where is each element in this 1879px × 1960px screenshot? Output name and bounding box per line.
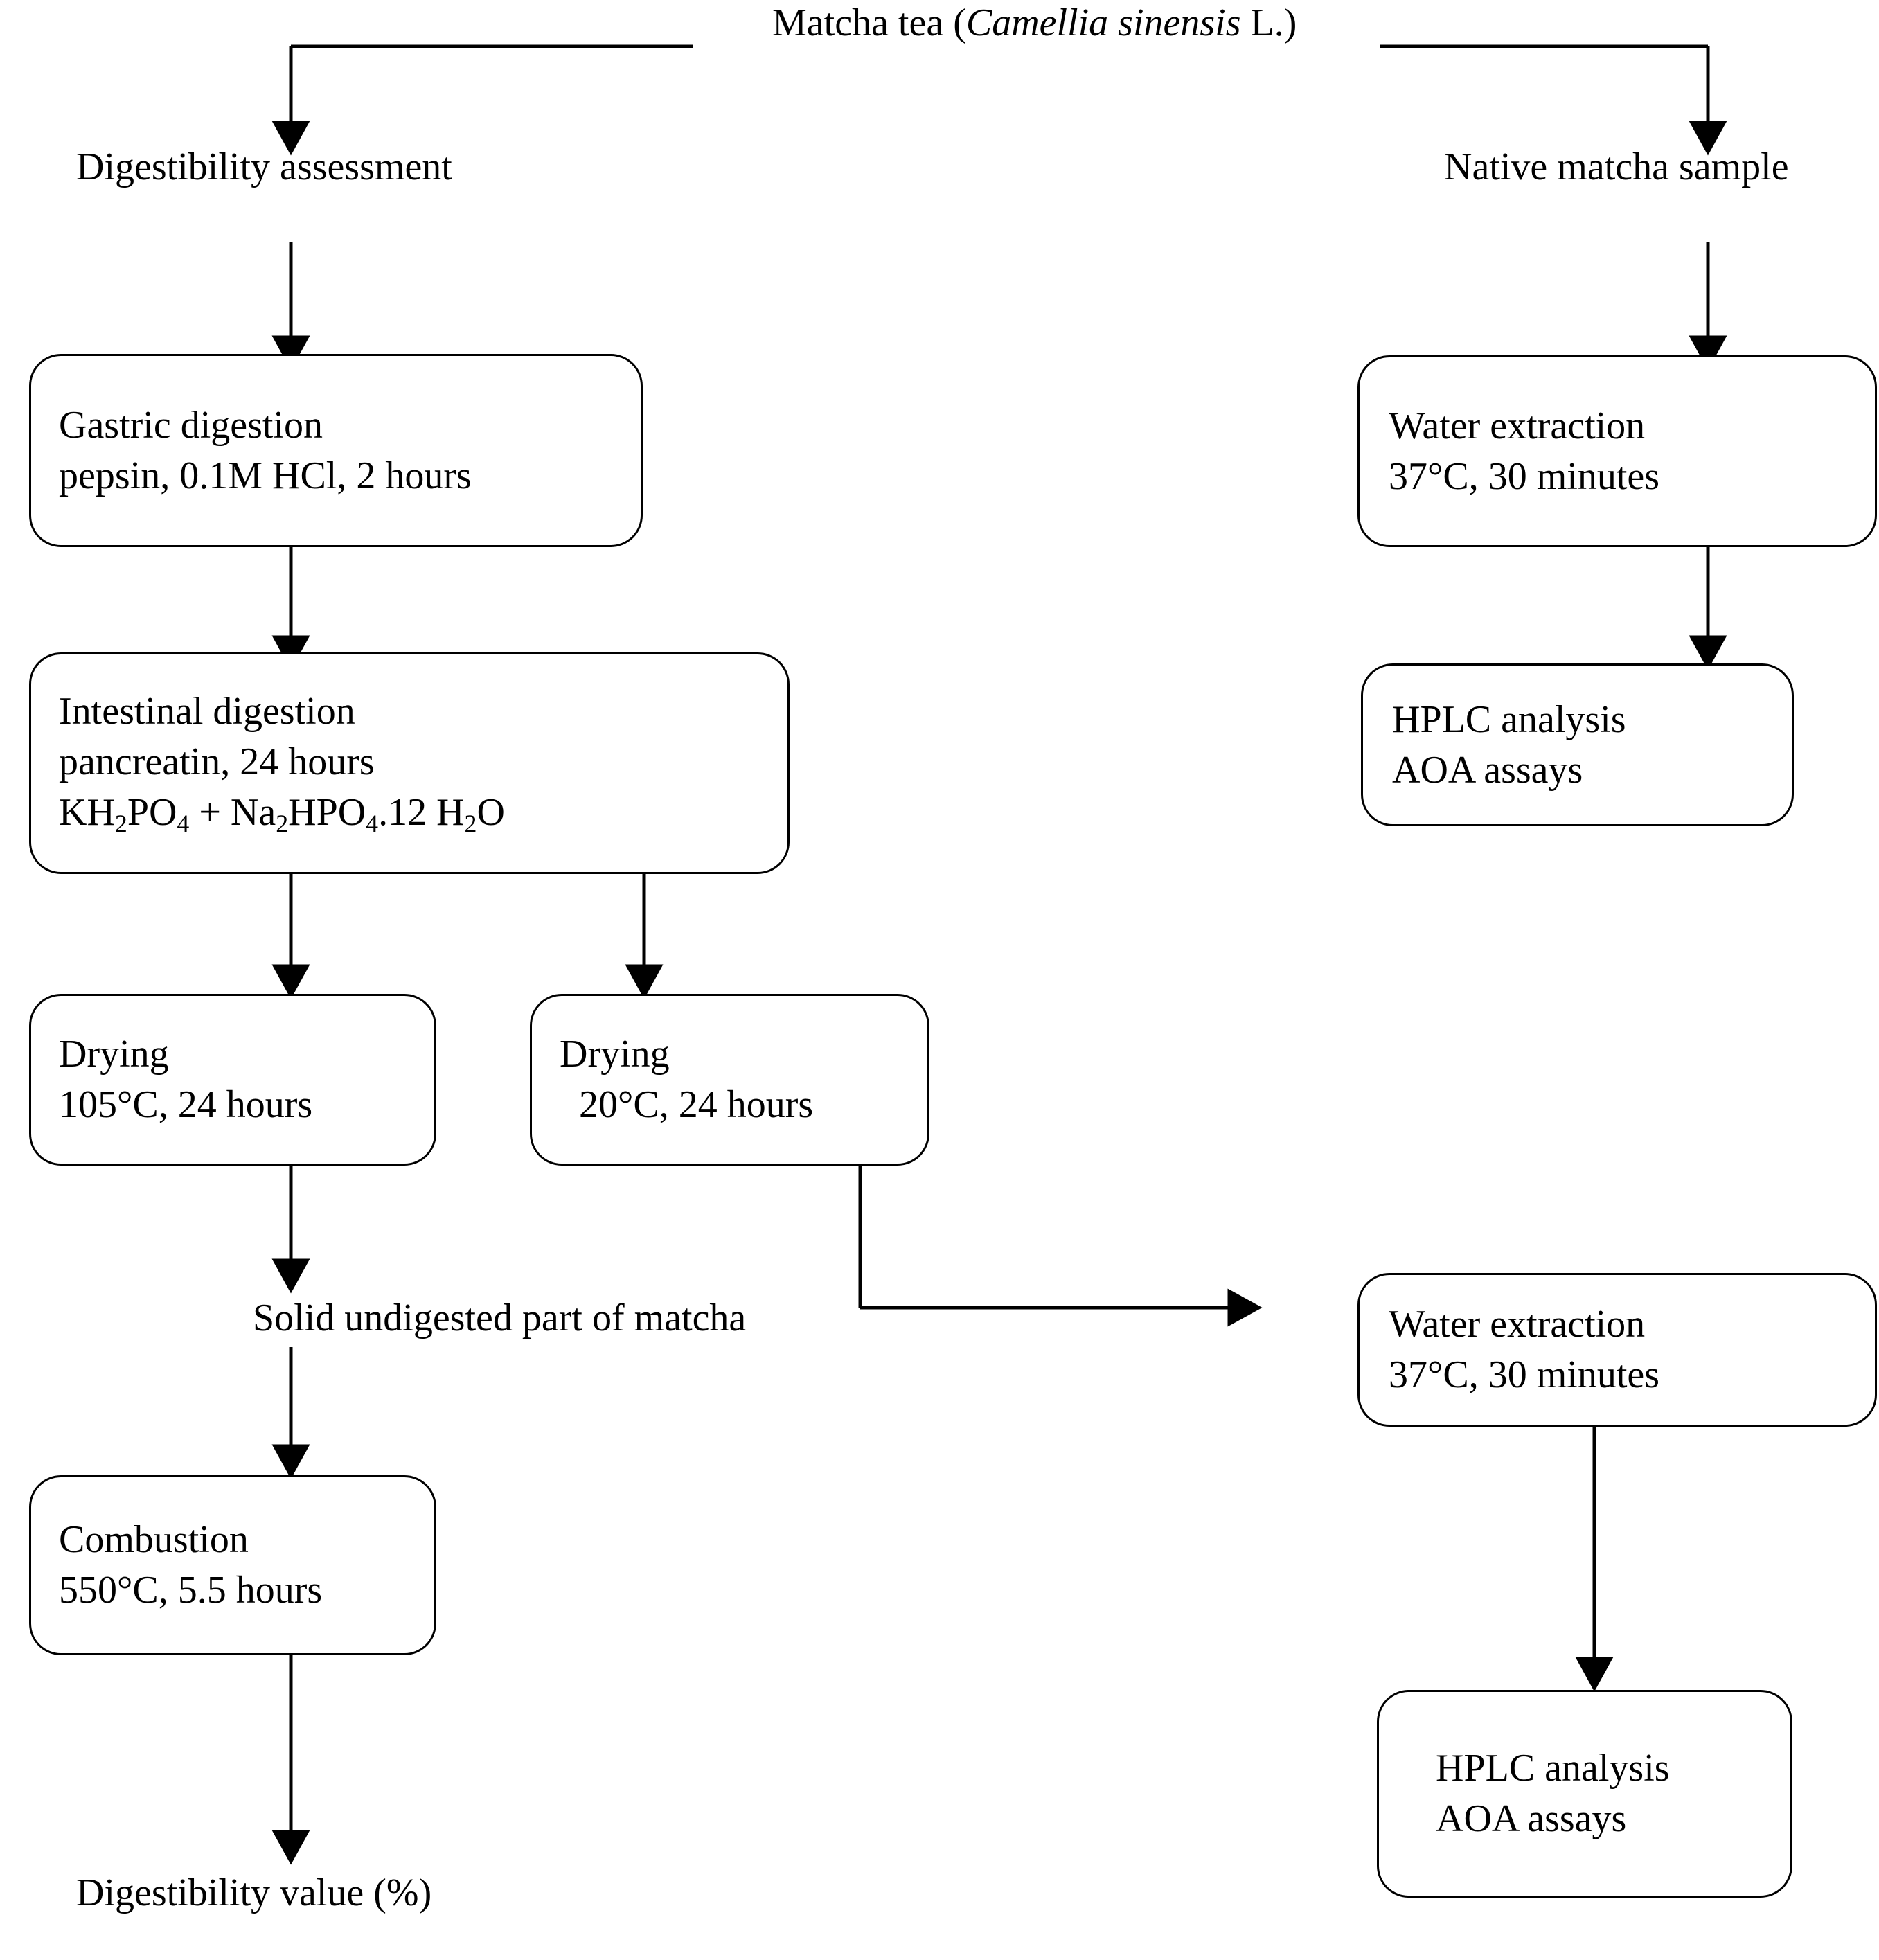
node-water-extraction-native-line2: 37°C, 30 minutes — [1389, 454, 1660, 498]
node-hplc-residue[interactable]: HPLC analysis AOA assays — [1377, 1690, 1792, 1898]
root-title-species: Camellia sinensis — [965, 1, 1241, 44]
formula-plus-na: + Na — [189, 790, 276, 834]
root-title: Matcha tea (Camellia sinensis L.) — [772, 0, 1297, 46]
formula-kh: KH — [59, 790, 115, 834]
formula-sub-5: 2 — [464, 810, 477, 838]
root-title-prefix: Matcha tea ( — [772, 1, 966, 44]
formula-sub-3: 2 — [276, 810, 289, 838]
label-digestibility-value: Digestibility value (%) — [76, 1871, 432, 1914]
formula-sub-4: 4 — [366, 810, 379, 838]
formula-hpo: HPO — [288, 790, 366, 834]
formula-hydrate: .12 H — [378, 790, 465, 834]
node-combustion[interactable]: Combustion 550°C, 5.5 hours — [29, 1475, 436, 1655]
node-drying-105[interactable]: Drying 105°C, 24 hours — [29, 994, 436, 1166]
node-gastric-digestion[interactable]: Gastric digestion pepsin, 0.1M HCl, 2 ho… — [29, 354, 643, 547]
node-drying-105-line1: Drying — [59, 1033, 169, 1076]
formula-o: O — [477, 790, 505, 834]
root-title-suffix: L.) — [1240, 1, 1297, 44]
node-water-extraction-residue-line2: 37°C, 30 minutes — [1389, 1353, 1660, 1396]
node-intestinal-formula: KH2PO4 + Na2HPO4.12 H2O — [59, 787, 787, 840]
node-combustion-line2: 550°C, 5.5 hours — [59, 1569, 323, 1612]
node-gastric-line2: pepsin, 0.1M HCl, 2 hours — [59, 454, 472, 497]
node-intestinal-digestion[interactable]: Intestinal digestion pancreatin, 24 hour… — [29, 652, 790, 874]
node-hplc-native-line1: HPLC analysis — [1392, 697, 1626, 741]
node-hplc-residue-line2: AOA assays — [1436, 1797, 1627, 1840]
node-gastric-line1: Gastric digestion — [59, 403, 323, 447]
node-drying-105-line2: 105°C, 24 hours — [59, 1083, 313, 1126]
node-hplc-native[interactable]: HPLC analysis AOA assays — [1361, 663, 1794, 826]
node-combustion-line1: Combustion — [59, 1518, 249, 1562]
node-drying-20-line2: 20°C, 24 hours — [579, 1083, 814, 1126]
node-intestinal-line1: Intestinal digestion — [59, 690, 355, 733]
node-water-extraction-residue-line1: Water extraction — [1389, 1303, 1646, 1346]
label-native-matcha-sample: Native matcha sample — [1444, 145, 1789, 188]
node-intestinal-line2: pancreatin, 24 hours — [59, 740, 375, 784]
formula-po: PO — [127, 790, 177, 834]
node-drying-20[interactable]: Drying 20°C, 24 hours — [530, 994, 929, 1166]
node-drying-20-line1: Drying — [560, 1033, 670, 1076]
label-digestibility-assessment: Digestibility assessment — [76, 145, 452, 188]
node-water-extraction-residue[interactable]: Water extraction 37°C, 30 minutes — [1357, 1273, 1877, 1427]
node-hplc-native-line2: AOA assays — [1392, 748, 1583, 792]
label-solid-undigested-part: Solid undigested part of matcha — [253, 1297, 747, 1339]
formula-sub-1: 2 — [114, 810, 127, 838]
node-water-extraction-native-line1: Water extraction — [1389, 404, 1646, 447]
node-water-extraction-native[interactable]: Water extraction 37°C, 30 minutes — [1357, 355, 1877, 547]
node-hplc-residue-line1: HPLC analysis — [1436, 1747, 1670, 1790]
formula-sub-2: 4 — [177, 810, 190, 838]
